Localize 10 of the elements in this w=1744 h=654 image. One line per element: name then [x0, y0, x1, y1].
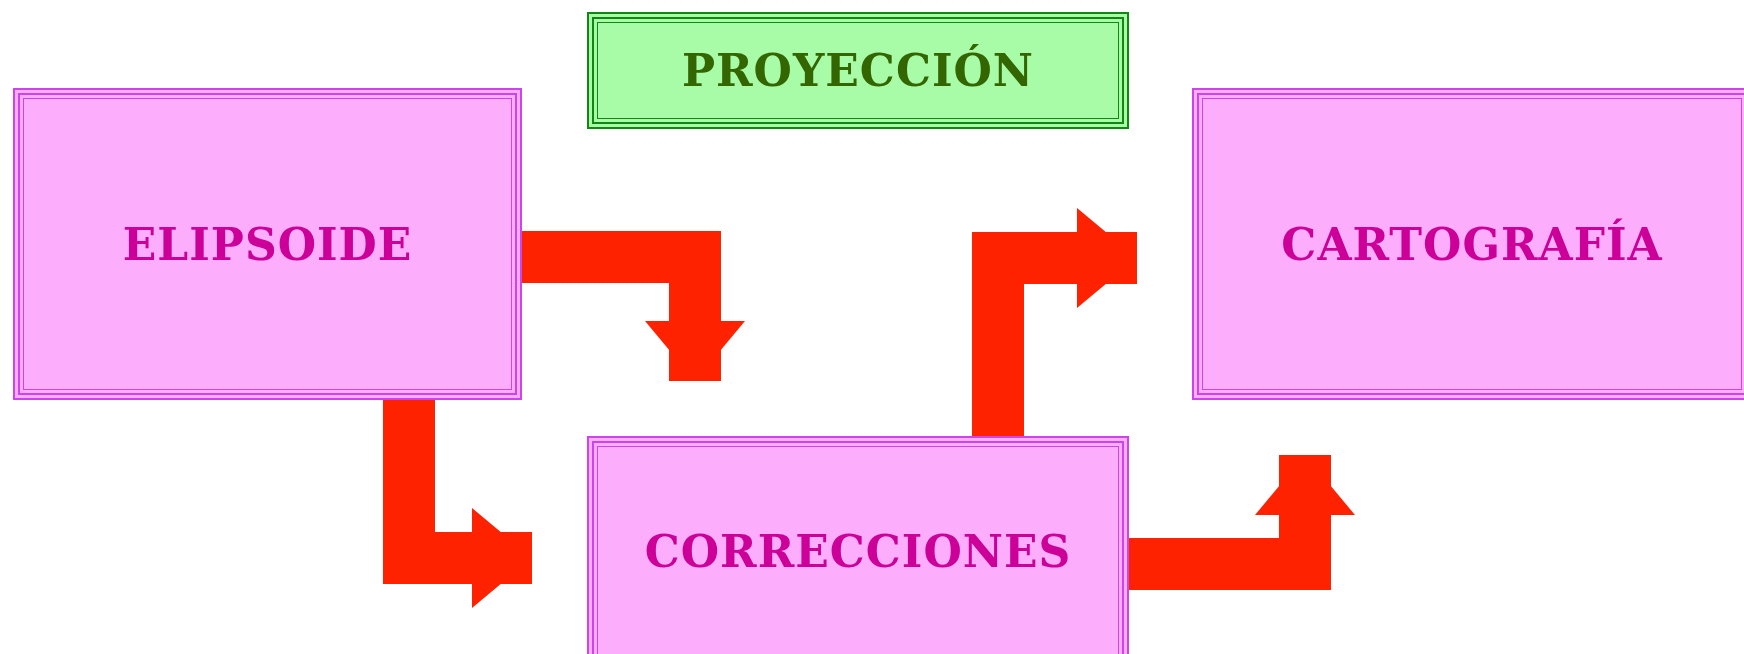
box-label: CARTOGRAFÍA	[1281, 218, 1663, 270]
text-box	[587, 436, 1129, 654]
text-box	[13, 88, 522, 400]
text-box	[1192, 88, 1744, 400]
box-label: CORRECCIONES	[644, 525, 1072, 577]
box-label: ELIPSOIDE	[122, 218, 413, 270]
bent-arrow	[1129, 455, 1355, 590]
box-label: PROYECCIÓN	[681, 45, 1035, 96]
text-box	[587, 12, 1129, 129]
bent-arrow	[972, 208, 1137, 436]
